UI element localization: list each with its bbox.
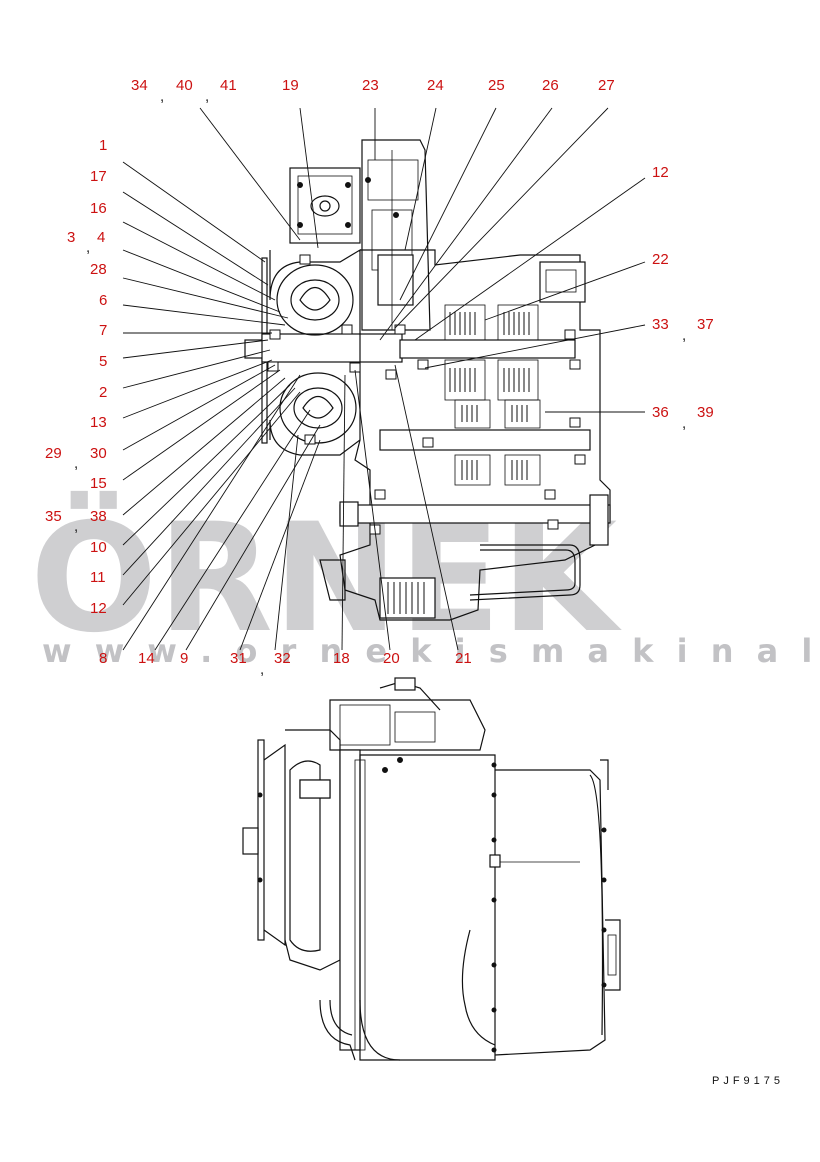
- callout-9: 9: [180, 650, 188, 667]
- callout-17: 17: [90, 168, 107, 185]
- callout-1: 1: [99, 137, 107, 154]
- side-view: [242, 677, 621, 1061]
- callout-5: 5: [99, 353, 107, 370]
- callout-36: 36: [652, 404, 669, 421]
- callout-19: 19: [282, 77, 299, 94]
- callout-separator: ,: [74, 518, 78, 535]
- callout-32: 32: [274, 650, 291, 667]
- callout-22: 22: [652, 251, 669, 268]
- callout-13: 13: [90, 414, 107, 431]
- watermark-url: w w w . o r n e k i s m a k i n a l a r …: [42, 632, 820, 670]
- callout-34: 34: [131, 77, 148, 94]
- callout-18: 18: [333, 650, 350, 667]
- callout-separator: ,: [682, 327, 686, 344]
- callout-28: 28: [90, 261, 107, 278]
- callout-38: 38: [90, 508, 107, 525]
- leader-lines: [122, 107, 646, 651]
- callout-33: 33: [652, 316, 669, 333]
- callout-3: 3: [67, 229, 75, 246]
- callout-41: 41: [220, 77, 237, 94]
- callout-separator: ,: [86, 239, 90, 256]
- callout-12-left: 12: [90, 600, 107, 617]
- callout-separator: ,: [260, 661, 264, 678]
- callout-15: 15: [90, 475, 107, 492]
- callout-24: 24: [427, 77, 444, 94]
- callout-4: 4: [97, 229, 105, 246]
- callout-separator: ,: [74, 455, 78, 472]
- drawing-code: PJF9175: [712, 1075, 784, 1087]
- callout-29: 29: [45, 445, 62, 462]
- callout-10: 10: [90, 539, 107, 556]
- callout-6: 6: [99, 292, 107, 309]
- callout-20: 20: [383, 650, 400, 667]
- callout-7: 7: [99, 322, 107, 339]
- callout-30: 30: [90, 445, 107, 462]
- callout-14: 14: [138, 650, 155, 667]
- callout-8: 8: [99, 650, 107, 667]
- callout-40: 40: [176, 77, 193, 94]
- callout-31: 31: [230, 650, 247, 667]
- callout-separator: ,: [682, 415, 686, 432]
- callout-11: 11: [90, 569, 106, 586]
- callout-2: 2: [99, 384, 107, 401]
- callout-26: 26: [542, 77, 559, 94]
- callout-37: 37: [697, 316, 714, 333]
- callout-27: 27: [598, 77, 615, 94]
- callout-23: 23: [362, 77, 379, 94]
- callout-labels: 34 , 40 , 41 19 23 24 25 26 27 1 17 16 3…: [45, 77, 714, 678]
- callout-12-right: 12: [652, 164, 669, 181]
- callout-separator: ,: [205, 88, 209, 105]
- callout-35: 35: [45, 508, 62, 525]
- callout-separator: ,: [160, 88, 164, 105]
- callout-21: 21: [455, 650, 472, 667]
- callout-39: 39: [697, 404, 714, 421]
- callout-25: 25: [488, 77, 505, 94]
- callout-16: 16: [90, 200, 107, 217]
- sectional-view: [244, 139, 611, 621]
